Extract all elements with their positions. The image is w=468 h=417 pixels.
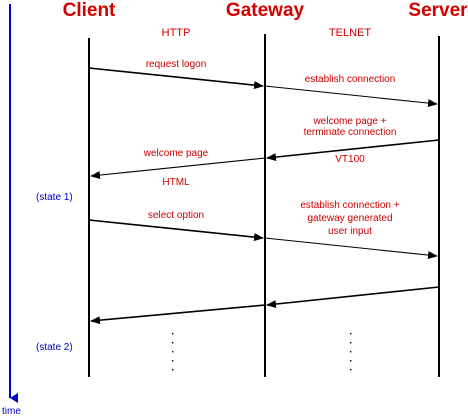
arrow-establish-gateway <box>264 237 438 260</box>
label-welcome-terminate-1: welcome page + <box>312 116 386 127</box>
time-label: time <box>2 406 21 417</box>
label-establish-gateway-1: establish connection + <box>300 200 399 211</box>
label-html: HTML <box>162 177 190 188</box>
participant-server: Server <box>408 0 468 21</box>
participant-gateway: Gateway <box>226 0 305 21</box>
state-1-label: (state 1) <box>36 192 73 203</box>
label-establish-gateway-2: gateway generated <box>307 213 392 224</box>
arrow-welcome-page <box>90 157 266 180</box>
arrow-welcome-terminate <box>266 139 440 162</box>
protocol-http: HTTP <box>162 27 191 39</box>
label-welcome-page: welcome page <box>143 148 209 159</box>
arrow-server-response <box>266 286 440 309</box>
protocol-telnet: TELNET <box>329 27 371 39</box>
arrow-request-logon <box>88 67 264 90</box>
arrow-select-option <box>88 219 264 242</box>
state-2-label: (state 2) <box>36 342 73 353</box>
label-vt100: VT100 <box>335 154 365 165</box>
label-establish-connection: establish connection <box>305 74 396 85</box>
continuation-dots-telnet <box>350 333 352 371</box>
label-select-option: select option <box>148 210 204 221</box>
label-request-logon: request logon <box>146 59 207 70</box>
participant-client: Client <box>63 0 116 21</box>
arrow-client-response <box>90 304 266 325</box>
arrow-establish-connection <box>264 85 438 108</box>
continuation-dots-http <box>172 333 174 371</box>
label-welcome-terminate-2: terminate connection <box>304 127 397 138</box>
label-establish-gateway-3: user input <box>328 226 372 237</box>
